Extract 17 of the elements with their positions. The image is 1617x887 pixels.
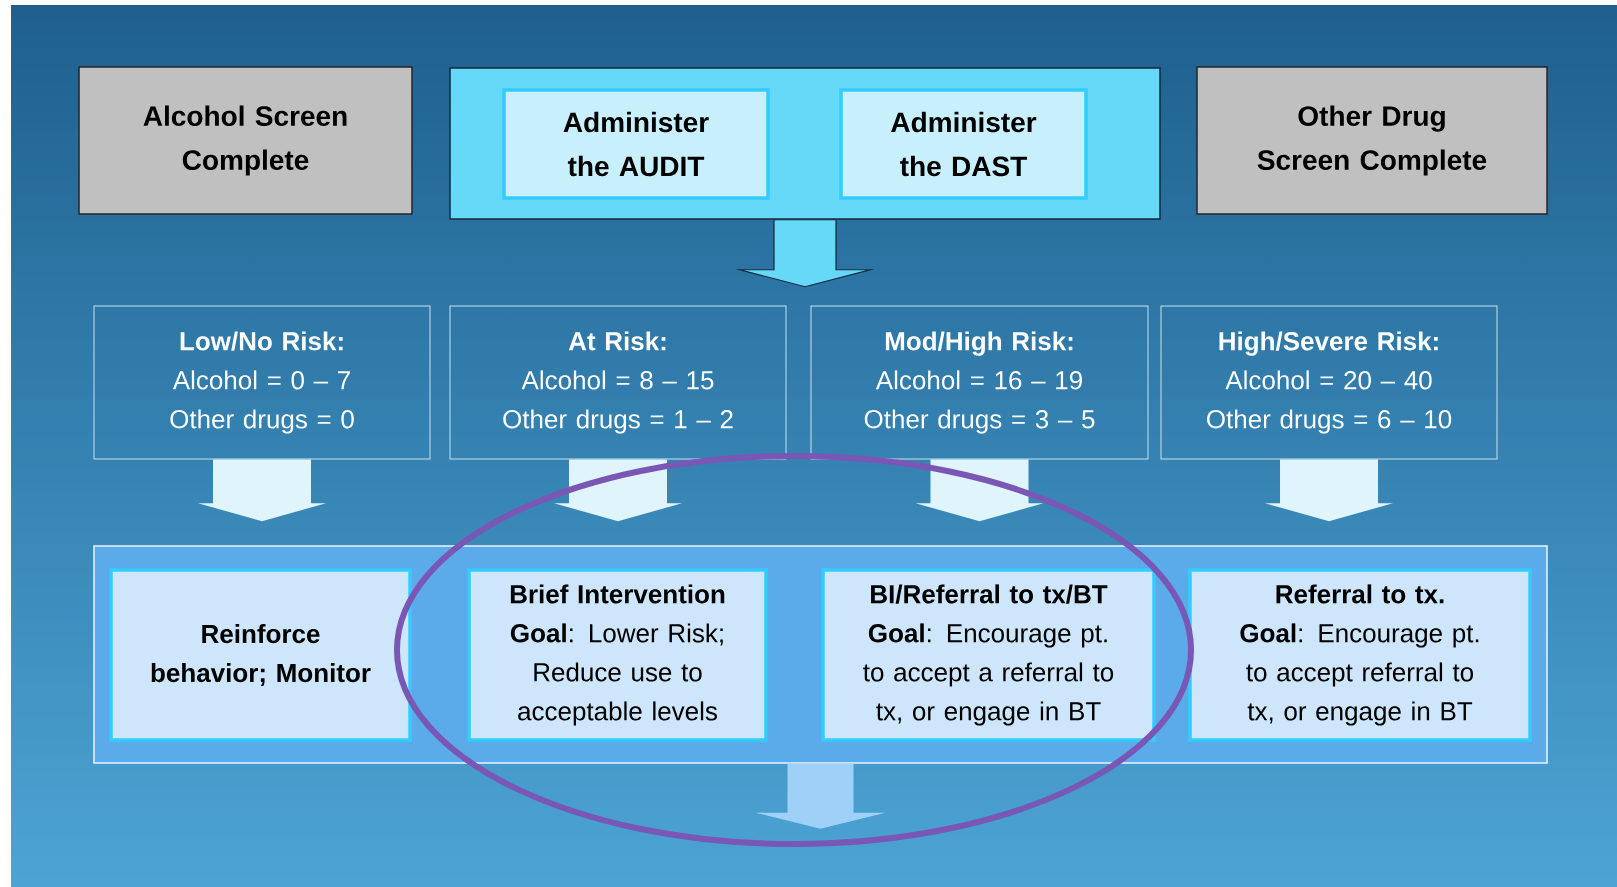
block-arrow — [198, 459, 326, 522]
block-arrow — [554, 459, 682, 522]
intervention-box: Brief Intervention Goal: Lower Risk; Reduce use to acceptable levels — [467, 568, 768, 742]
risk-box: Low/No Risk: Alcohol = 0 – 7 Other drugs = 0 — [93, 305, 431, 460]
risk-box: At Risk: Alcohol = 8 – 15 Other drugs = 1 – 2 — [449, 305, 787, 460]
block-arrow — [915, 459, 1044, 522]
intervention-box: BI/Referral to tx/BT Goal: Encourage pt. to accept a referral to tx, or engage in BT — [821, 568, 1156, 742]
action-box: Administer the DAST — [839, 88, 1088, 200]
status-box: Alcohol Screen Complete — [78, 66, 413, 215]
intervention-box: Reinforce behavior; Monitor — [109, 568, 412, 742]
block-arrow — [1265, 459, 1393, 522]
block-arrow — [735, 219, 875, 288]
intervention-box: Referral to tx. Goal: Encourage pt. to accept referral to tx, or engage in BT — [1188, 568, 1532, 742]
risk-box: High/Severe Risk: Alcohol = 20 – 40 Other drugs = 6 – 10 — [1160, 305, 1498, 460]
risk-box: Mod/High Risk: Alcohol = 16 – 19 Other drugs = 3 – 5 — [810, 305, 1149, 460]
status-box: Other Drug Screen Complete — [1196, 66, 1548, 215]
action-box: Administer the AUDIT — [502, 88, 770, 200]
